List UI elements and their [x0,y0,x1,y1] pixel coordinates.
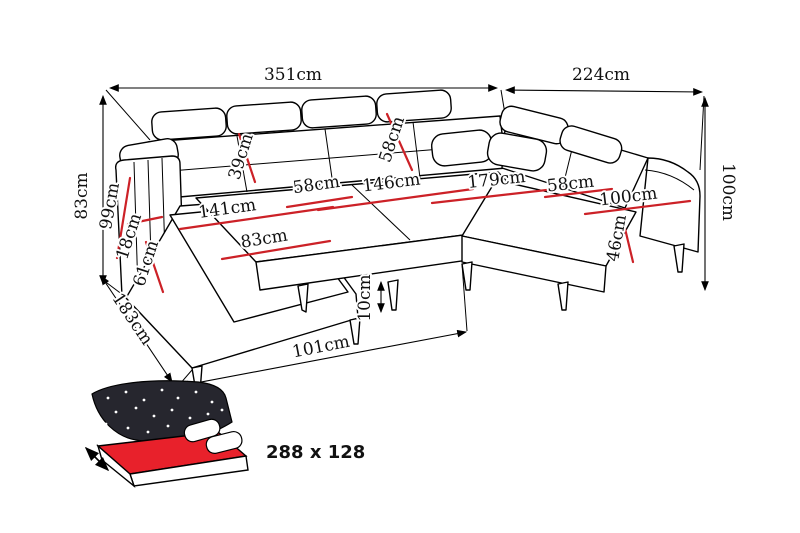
pillow-2 [205,430,243,454]
corner-pillow-2 [486,132,548,172]
headrest-cushion-2 [226,101,302,135]
measure-line-chaise-inner [144,240,165,294]
corner-pillow-1 [430,129,494,167]
headrest-cushion-3 [301,95,377,129]
sofa-leg [349,317,361,345]
dim-line-top-right-width [504,86,704,96]
sofa-leg [461,261,473,291]
label-front-width: 101cm [291,332,352,363]
headrest-cushion-6 [559,125,623,164]
sofa-leg [557,281,569,311]
measure-line-right-chaise [583,199,692,216]
pillow-1 [183,418,221,443]
backrest-seam [324,128,334,186]
label-left-height: 83cm [72,172,92,219]
headrest-cushion-4 [376,89,452,123]
sofa-illustration [114,89,701,393]
sofa-leg [297,283,309,313]
dim-line-left-depth [100,275,173,383]
right-seat-front [461,235,607,293]
seat-seam [351,184,411,241]
sleeping-function-icon [84,380,249,489]
measure-line-chaise-seat-width [220,239,332,261]
label-right-section-length: 179cm [467,167,527,193]
label-top-width: 351cm [264,65,322,85]
measure-line-back-cushion-left [237,132,257,184]
right-armrest-curve [644,169,695,191]
sleeping-area-size: 288 x 128 [266,442,365,463]
backrest-seam [236,135,248,193]
measure-line-right-seat-depth [543,187,614,199]
measure-line-seat-height [620,214,635,264]
label-top-right-width: 224cm [572,65,630,85]
headrest-cushion-1 [151,107,227,141]
dim-line-front-width [178,329,468,389]
label-right-height: 100cm [718,163,738,221]
backrest-seam [412,121,421,179]
pull-out-arrow [84,446,110,472]
extension-line [105,89,151,141]
extension-line [461,263,468,332]
red-measurement-lines [115,112,692,294]
measure-line-armrest-depth [115,176,132,260]
extension-line [699,95,705,171]
sofa-leg [673,243,685,273]
measure-line-back-cushion-right [385,112,414,172]
sofa-leg [387,279,399,311]
measure-line-middle-seat [316,187,475,212]
armrest-stitch [133,161,139,293]
measure-line-right-section [430,185,575,205]
measure-line-seat-depth-left [285,195,354,209]
measure-line-chaise-length [178,205,335,231]
label-leg-height: 10cm [355,274,375,321]
right-armrest [639,157,701,253]
measure-line-armrest-width [126,215,164,226]
